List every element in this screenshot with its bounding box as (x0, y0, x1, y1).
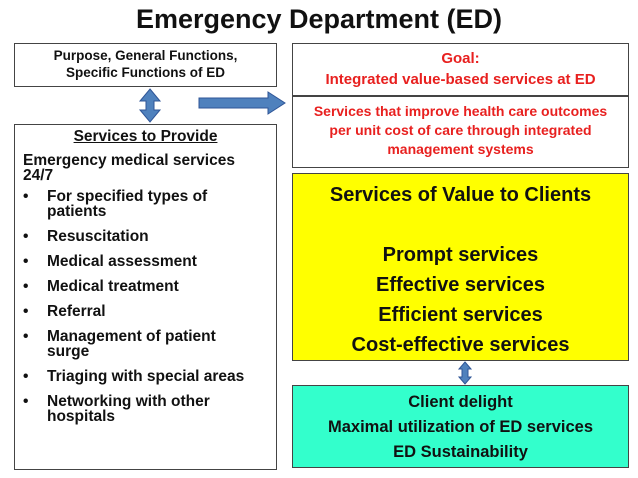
bullet-icon: • (23, 368, 29, 385)
services-list-item-text: For specified types of (47, 188, 208, 205)
goal-description-box: Services that improve health care outcom… (292, 96, 629, 168)
value-client-double-arrow-icon (457, 361, 473, 385)
services-title: Services to Provide (73, 128, 218, 145)
value-title: Services of Value to Clients (329, 184, 592, 206)
value-item-cost-effective: Cost-effective services (351, 334, 570, 356)
services-list-item-text: hospitals (47, 408, 116, 425)
services-list-item-text: Management of patient (47, 328, 216, 345)
services-list-item: • Medical treatment (23, 278, 268, 295)
bullet-icon: • (23, 253, 29, 270)
client-line-delight: Client delight (408, 393, 513, 411)
services-box: Services to Provide Emergency medical se… (14, 124, 277, 470)
value-item-efficient: Efficient services (378, 304, 543, 326)
value-item-effective: Effective services (375, 274, 545, 296)
goal-text: Integrated value-based services at ED (325, 71, 596, 88)
page-title: Emergency Department (ED) (135, 4, 503, 34)
services-list-item-text: Medical treatment (47, 278, 179, 295)
value-item-prompt: Prompt services (382, 244, 539, 266)
services-list-item-text: Medical assessment (47, 253, 197, 270)
services-list-item-text: Resuscitation (47, 228, 149, 245)
services-list-item-text: Triaging with special areas (47, 368, 245, 385)
services-list-item-text: surge (47, 343, 90, 360)
goal-box: Goal: Integrated value-based services at… (292, 43, 629, 96)
services-intro-line-1: Emergency medical services (23, 152, 235, 169)
client-line-sustainability: ED Sustainability (393, 443, 528, 461)
purpose-line-1: Purpose, General Functions, (53, 48, 238, 63)
purpose-box: Purpose, General Functions, Specific Fun… (14, 43, 277, 87)
goal-description-line-3: management systems (387, 141, 534, 157)
purpose-line-2: Specific Functions of ED (65, 65, 225, 80)
services-list-item: • Resuscitation (23, 228, 268, 245)
client-line-utilization: Maximal utilization of ED services (328, 418, 593, 436)
services-intro-line-2: 24/7 (23, 167, 54, 184)
services-list-item: • Triaging with special areas (23, 368, 268, 385)
services-list-item-text: patients (47, 203, 107, 220)
bullet-icon: • (23, 393, 29, 410)
services-list-item: • Referral (23, 303, 268, 320)
bullet-icon: • (23, 278, 29, 295)
goal-description-line-2: per unit cost of care through integrated (329, 122, 592, 138)
services-list-item: • Medical assessment (23, 253, 268, 270)
services-list-item-text: Networking with other (47, 393, 210, 410)
bullet-icon: • (23, 188, 29, 205)
goal-description-line-1: Services that improve health care outcom… (313, 103, 608, 119)
client-box: Client delight Maximal utilization of ED… (292, 385, 629, 468)
services-list-item-text: Referral (47, 303, 106, 320)
services-intro: Emergency medical services 24/7 (23, 152, 268, 184)
bullet-icon: • (23, 228, 29, 245)
goal-label: Goal: (441, 50, 480, 67)
value-box: Services of Value to Clients Prompt serv… (292, 173, 629, 361)
right-arrow-icon (198, 91, 286, 115)
bullet-icon: • (23, 328, 29, 345)
purpose-services-double-arrow-icon (138, 88, 162, 123)
bullet-icon: • (23, 303, 29, 320)
